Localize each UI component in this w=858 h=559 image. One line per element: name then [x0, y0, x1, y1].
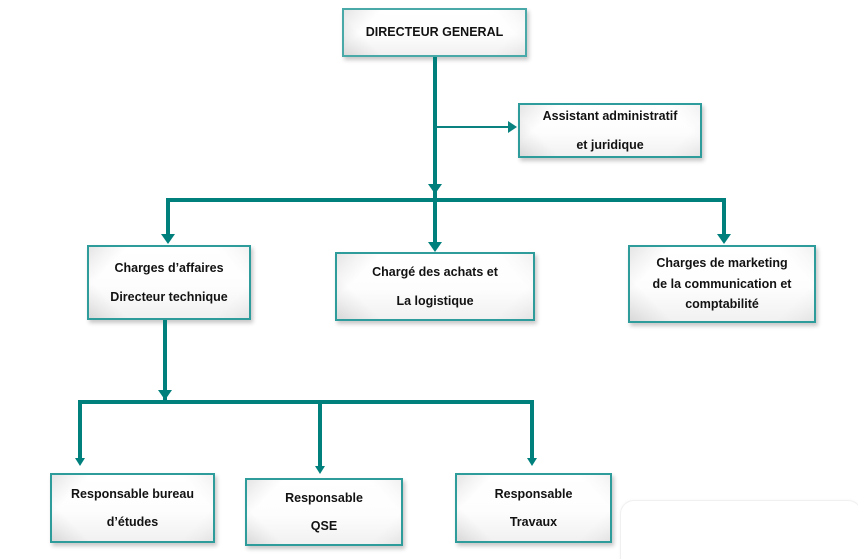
node-charge-des-achats-et-la-logistique[interactable]: Chargé des achats et La logistique [335, 252, 535, 321]
arrow-dg-trunk-end [428, 184, 442, 194]
node-label-line: Charges d’affaires [114, 261, 224, 276]
node-responsable-bureau-detudes[interactable]: Responsable bureau d’études [50, 473, 215, 543]
node-label-line: Responsable [285, 490, 363, 505]
arrow-to-assistant [508, 121, 517, 133]
connector-drop-achats-logistique [433, 198, 437, 248]
node-label-line: Travaux [509, 515, 558, 529]
connector-drop-qse [318, 400, 322, 470]
node-label-line: Chargé des achats et [372, 265, 498, 280]
connector-dg-to-assistant [435, 126, 511, 128]
arrow-bureau-etudes [75, 458, 85, 466]
node-label-line: comptabilité [685, 297, 759, 312]
arrow-travaux [527, 458, 537, 466]
node-charges-de-marketing-communication-comptabilite[interactable]: Charges de marketing de la communication… [628, 245, 816, 323]
arrow-achats-logistique [428, 242, 442, 252]
arrow-charges-affaires [161, 234, 175, 244]
node-directeur-general[interactable]: DIRECTEUR GENERAL [342, 8, 527, 57]
node-label-line: Responsable bureau [71, 486, 194, 501]
node-label-line: DIRECTEUR GENERAL [365, 25, 504, 40]
node-label-line: Charges de marketing [656, 256, 788, 271]
connector-drop-bureau-etudes [78, 400, 82, 462]
node-label-line: QSE [310, 519, 338, 533]
node-label-line: d’études [106, 515, 159, 529]
node-label-line: Assistant administratif [542, 109, 678, 124]
node-responsable-travaux[interactable]: Responsable Travaux [455, 473, 612, 543]
arrow-marketing [717, 234, 731, 244]
arrow-charges-affaires-trunk-end [158, 390, 172, 400]
node-charges-daffaires-directeur-technique[interactable]: Charges d’affaires Directeur technique [87, 245, 251, 320]
node-label-line: La logistique [396, 293, 474, 308]
node-label-line: Directeur technique [110, 289, 228, 304]
node-assistant-administratif-et-juridique[interactable]: Assistant administratif et juridique [518, 103, 702, 158]
connector-level3-bus [166, 198, 726, 202]
connector-drop-marketing [722, 198, 726, 240]
connector-level4-bus [78, 400, 534, 404]
node-label-line: et juridique [576, 137, 644, 152]
connector-drop-charges-affaires [166, 198, 170, 240]
background-panel-artifact [620, 500, 858, 559]
arrow-qse [315, 466, 325, 474]
node-responsable-qse[interactable]: Responsable QSE [245, 478, 403, 546]
connector-drop-travaux [530, 400, 534, 462]
node-label-line: Responsable [494, 486, 573, 501]
connector-dg-trunk [433, 57, 437, 200]
node-label-line: de la communication et [652, 276, 792, 291]
connector-charges-affaires-trunk [163, 320, 167, 402]
